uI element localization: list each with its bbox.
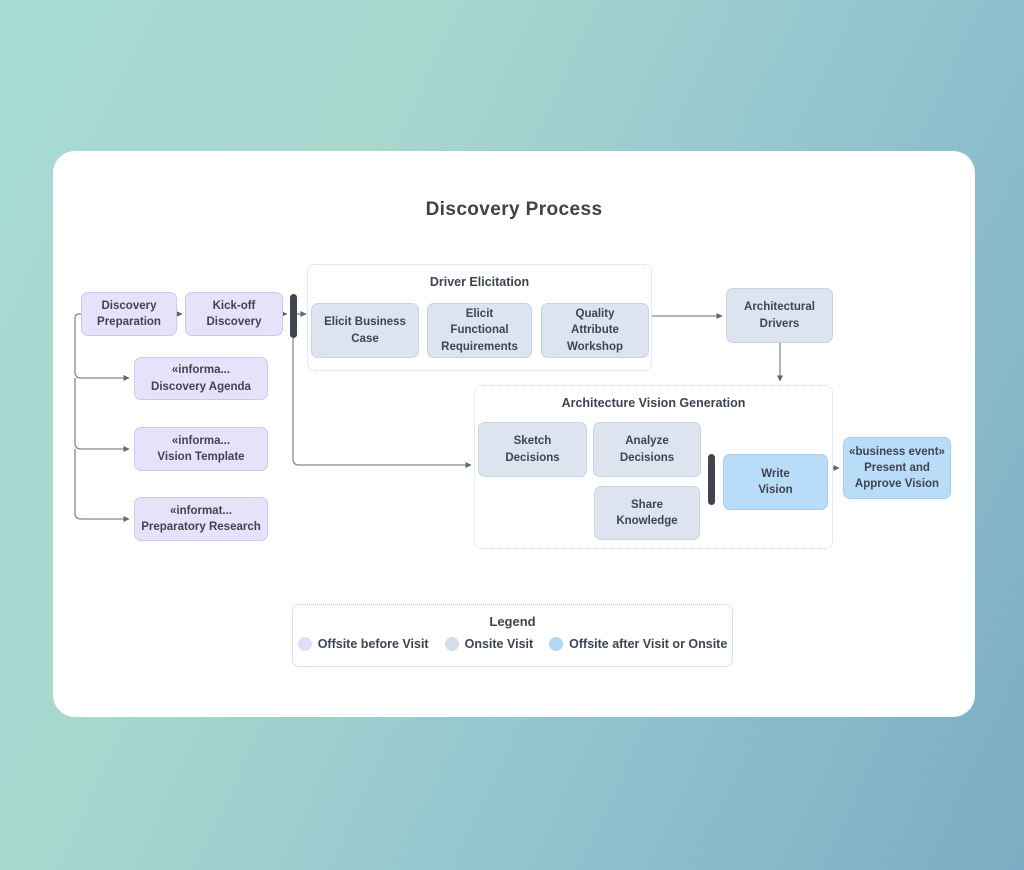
diagram-title: Discovery Process bbox=[425, 199, 603, 220]
node-architectural-drivers: Architectural Drivers bbox=[726, 288, 833, 343]
legend-item-label: Offsite before Visit bbox=[317, 637, 429, 651]
node-vision-template: «informa... Vision Template bbox=[134, 427, 268, 471]
node-discovery-agenda: «informa... Discovery Agenda bbox=[134, 357, 268, 400]
node-elicit-business-case: Elicit Business Case bbox=[311, 303, 419, 358]
legend-item-offsite-before-visit: Offsite before Visit bbox=[297, 637, 429, 651]
fork-bar bbox=[290, 294, 297, 338]
legend: Legend Offsite before Visit Onsite Visit… bbox=[292, 604, 733, 667]
legend-item-label: Offsite after Visit or Onsite bbox=[569, 637, 728, 651]
legend-item-offsite-after-visit: Offsite after Visit or Onsite bbox=[549, 637, 727, 651]
legend-title: Legend bbox=[489, 614, 536, 629]
node-kickoff-discovery: Kick-off Discovery bbox=[185, 292, 283, 336]
legend-item-onsite-visit: Onsite Visit bbox=[444, 637, 534, 651]
diagram-card: Discovery Process bbox=[53, 151, 975, 717]
node-quality-attribute-workshop: Quality Attribute Workshop bbox=[541, 303, 649, 358]
legend-items: Offsite before Visit Onsite Visit Offsit… bbox=[293, 637, 732, 651]
node-write-vision: Write Vision bbox=[723, 454, 828, 510]
node-discovery-preparation: Discovery Preparation bbox=[81, 292, 177, 336]
join-bar bbox=[708, 454, 715, 505]
node-present-and-approve-vision: «business event» Present and Approve Vis… bbox=[843, 437, 951, 499]
offsite-after-visit-dot-icon bbox=[549, 637, 564, 651]
node-analyze-decisions: Analyze Decisions bbox=[593, 422, 701, 477]
node-elicit-functional-requirements: Elicit Functional Requirements bbox=[427, 303, 532, 358]
offsite-before-visit-dot-icon bbox=[297, 637, 312, 651]
group-driver-elicitation-title: Driver Elicitation bbox=[429, 275, 530, 289]
node-sketch-decisions: Sketch Decisions bbox=[478, 422, 587, 477]
node-share-knowledge: Share Knowledge bbox=[594, 486, 700, 540]
legend-item-label: Onsite Visit bbox=[464, 637, 534, 651]
group-architecture-vision-generation-title: Architecture Vision Generation bbox=[561, 396, 746, 410]
node-preparatory-research: «informat... Preparatory Research bbox=[134, 497, 268, 541]
onsite-visit-dot-icon bbox=[444, 637, 459, 651]
